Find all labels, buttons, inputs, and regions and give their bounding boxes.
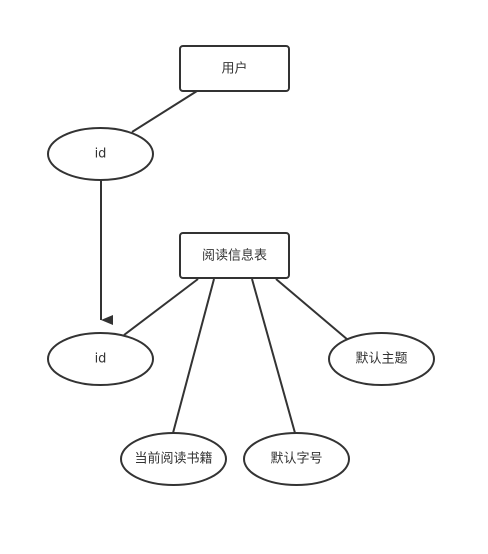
reading-id-label: id [95, 352, 107, 367]
reading-info-entity-label: 阅读信息表 [202, 248, 267, 264]
current-book-attribute[interactable]: 当前阅读书籍 [120, 432, 227, 486]
reading-info-to-font-size-connector [251, 278, 296, 434]
user-entity[interactable]: 用户 [179, 45, 290, 92]
current-book-label: 当前阅读书籍 [134, 451, 212, 467]
user-to-id-connector [131, 90, 198, 133]
user-id-attribute[interactable]: id [47, 127, 154, 181]
default-font-size-label: 默认字号 [270, 451, 322, 467]
reading-info-to-current-book-connector [172, 278, 215, 434]
user-entity-label: 用户 [221, 61, 247, 77]
default-theme-label: 默认主题 [355, 351, 407, 367]
reading-id-attribute[interactable]: id [47, 332, 154, 386]
default-font-size-attribute[interactable]: 默认字号 [243, 432, 350, 486]
default-theme-attribute[interactable]: 默认主题 [328, 332, 435, 386]
reading-info-to-theme-connector [275, 278, 349, 341]
reading-info-to-id-connector [123, 278, 199, 336]
user-id-label: id [95, 147, 107, 162]
reading-info-entity[interactable]: 阅读信息表 [179, 232, 290, 279]
